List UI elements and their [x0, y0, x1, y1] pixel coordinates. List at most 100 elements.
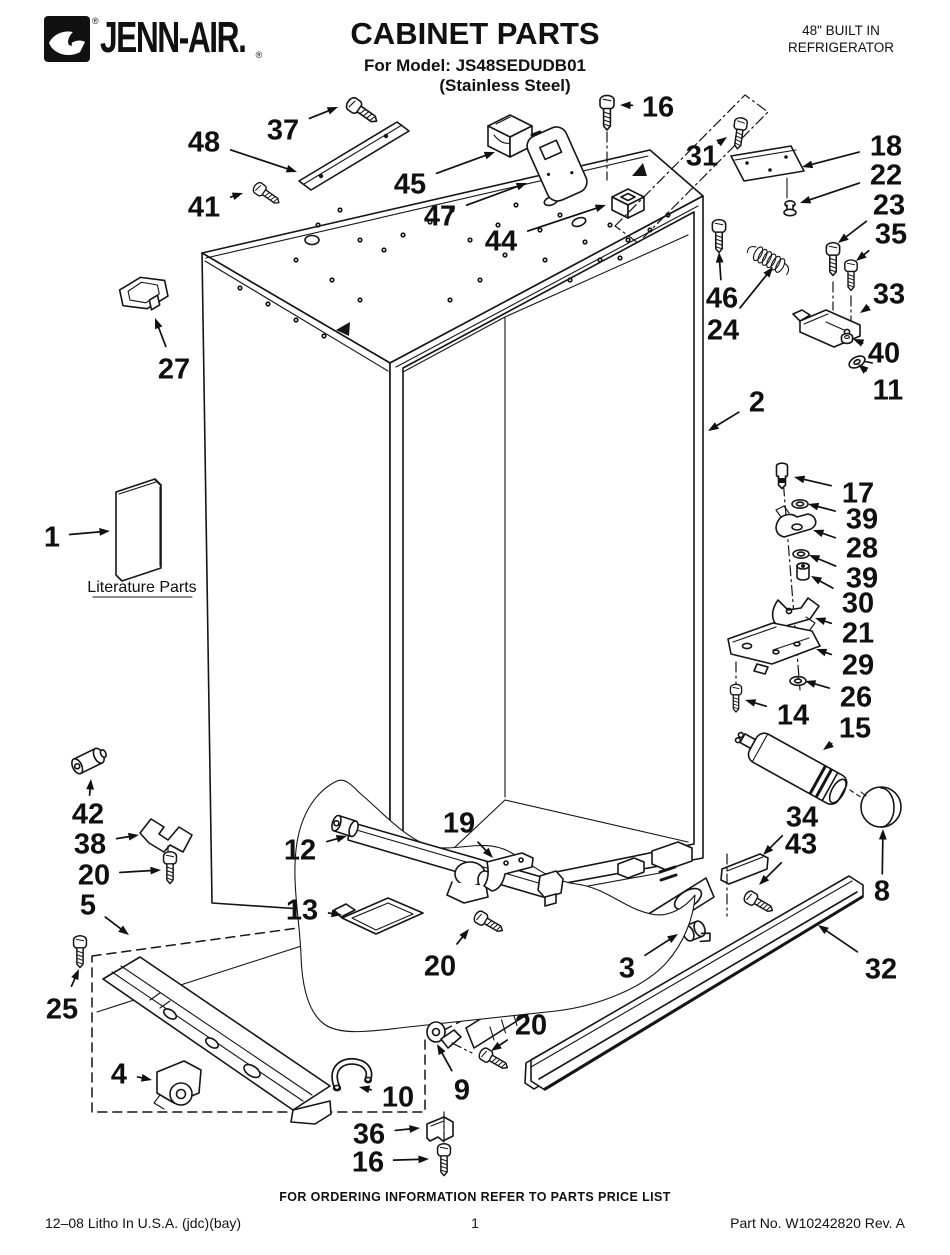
callout-30: 30 — [811, 576, 874, 619]
part-screw-16-top — [599, 94, 615, 131]
part-screw-14 — [729, 683, 743, 713]
callout-number-40: 40 — [868, 337, 900, 369]
callout-39: 39 — [808, 502, 878, 535]
callout-number-44: 44 — [485, 225, 517, 257]
part-filter-cap-8 — [860, 786, 902, 828]
callout-number-26: 26 — [840, 681, 872, 713]
litho-info: 12–08 Litho In U.S.A. (jdc)(bay) — [45, 1215, 242, 1231]
callout-number-23: 23 — [873, 189, 905, 221]
callout-20: 20 — [78, 859, 161, 891]
callout-number-19: 19 — [443, 807, 475, 839]
callout-number-31: 31 — [686, 140, 718, 172]
callout-number-22: 22 — [870, 159, 902, 191]
callout-17: 17 — [794, 475, 874, 509]
callout-15: 15 — [823, 712, 871, 750]
part-number: Part No. W10242820 Rev. A — [730, 1215, 905, 1231]
phantom-line-23-35 — [832, 281, 852, 323]
part-screw-46 — [711, 218, 727, 254]
callout-number-45: 45 — [394, 168, 426, 200]
part-bracket-34 — [720, 853, 769, 885]
ordering-note: FOR ORDERING INFORMATION REFER TO PARTS … — [279, 1190, 671, 1204]
part-bushing-30 — [796, 562, 810, 581]
callout-9: 9 — [437, 1044, 470, 1106]
callout-39: 39 — [809, 555, 878, 594]
callout-number-11: 11 — [873, 374, 904, 406]
callout-21: 21 — [815, 617, 874, 649]
callout-35: 35 — [856, 218, 907, 261]
callout-2: 2 — [708, 386, 765, 431]
product-type-line1: 48" BUILT IN — [802, 23, 880, 38]
part-water-filter-15 — [734, 731, 848, 806]
callout-13: 13 — [286, 894, 342, 926]
callout-16: 16 — [352, 1146, 429, 1178]
callout-44: 44 — [485, 204, 606, 257]
part-screw-23 — [825, 241, 841, 277]
callout-number-29: 29 — [842, 649, 874, 681]
part-tube-10 — [331, 1057, 373, 1092]
callout-number-16: 16 — [352, 1146, 384, 1178]
callout-number-47: 47 — [424, 200, 456, 232]
callout-29: 29 — [816, 648, 874, 681]
callout-3: 3 — [619, 934, 678, 984]
part-hinge-plate-18 — [730, 145, 805, 199]
callout-number-8: 8 — [874, 875, 890, 907]
part-nut-40 — [840, 332, 854, 345]
callout-48: 48 — [188, 126, 297, 173]
part-roller-42 — [71, 747, 107, 775]
jenn-air-logo-icon — [44, 16, 90, 62]
callout-46: 46 — [706, 252, 738, 314]
part-literature-1 — [115, 478, 162, 582]
callout-number-25: 25 — [46, 993, 78, 1025]
part-cover-47 — [526, 126, 588, 202]
part-screw-43 — [741, 888, 777, 917]
callout-24: 24 — [707, 267, 773, 346]
phantom-line-filter-cap — [849, 789, 863, 799]
callout-number-14: 14 — [777, 699, 809, 731]
callout-20: 20 — [491, 1009, 547, 1051]
callout-number-10: 10 — [382, 1081, 414, 1113]
cabinet-body — [201, 149, 704, 922]
registered-mark-top: ® — [92, 16, 99, 26]
callout-36: 36 — [353, 1118, 420, 1150]
callout-number-16: 16 — [642, 91, 674, 123]
callout-number-18: 18 — [870, 130, 902, 162]
callout-34: 34 — [763, 801, 818, 855]
callout-number-46: 46 — [706, 282, 738, 314]
callout-20: 20 — [424, 929, 469, 982]
part-washer-26 — [789, 675, 807, 687]
callout-40: 40 — [853, 337, 900, 369]
part-spring-24 — [746, 246, 790, 276]
product-type-block: 48" BUILT IN REFRIGERATOR — [788, 22, 894, 56]
callout-number-32: 32 — [865, 953, 897, 985]
callout-number-43: 43 — [785, 828, 817, 860]
callout-number-5: 5 — [80, 889, 96, 921]
callout-number-13: 13 — [286, 894, 318, 926]
brand-name: JENN-AIR. — [99, 13, 247, 62]
part-grille-rail-32 — [524, 875, 864, 1091]
part-screw-41 — [250, 180, 283, 209]
callout-number-42: 42 — [72, 798, 104, 830]
page-number: 1 — [471, 1215, 479, 1231]
part-hinge-plate-29 — [727, 622, 821, 675]
callout-47: 47 — [424, 182, 527, 232]
part-clip-44 — [611, 188, 645, 219]
part-cam-28 — [775, 505, 817, 538]
callout-number-27: 27 — [158, 353, 190, 385]
callout-number-39: 39 — [846, 562, 878, 594]
callout-33: 33 — [860, 278, 905, 313]
callout-number-36: 36 — [353, 1118, 385, 1150]
callout-number-15: 15 — [839, 712, 871, 744]
phantom-line-9-20 — [451, 1042, 473, 1054]
callout-number-28: 28 — [846, 532, 878, 564]
callout-18: 18 — [802, 130, 902, 169]
part-base-channel — [102, 956, 332, 1125]
product-type-line2: REFRIGERATOR — [787, 40, 894, 55]
callout-number-30: 30 — [842, 587, 874, 619]
callout-26: 26 — [805, 680, 872, 713]
callout-11: 11 — [858, 364, 903, 406]
part-clip-27 — [118, 276, 169, 311]
part-eyelet-11 — [848, 355, 874, 369]
registered-mark-bottom: ® — [255, 50, 263, 60]
part-washer-39a — [791, 498, 809, 510]
